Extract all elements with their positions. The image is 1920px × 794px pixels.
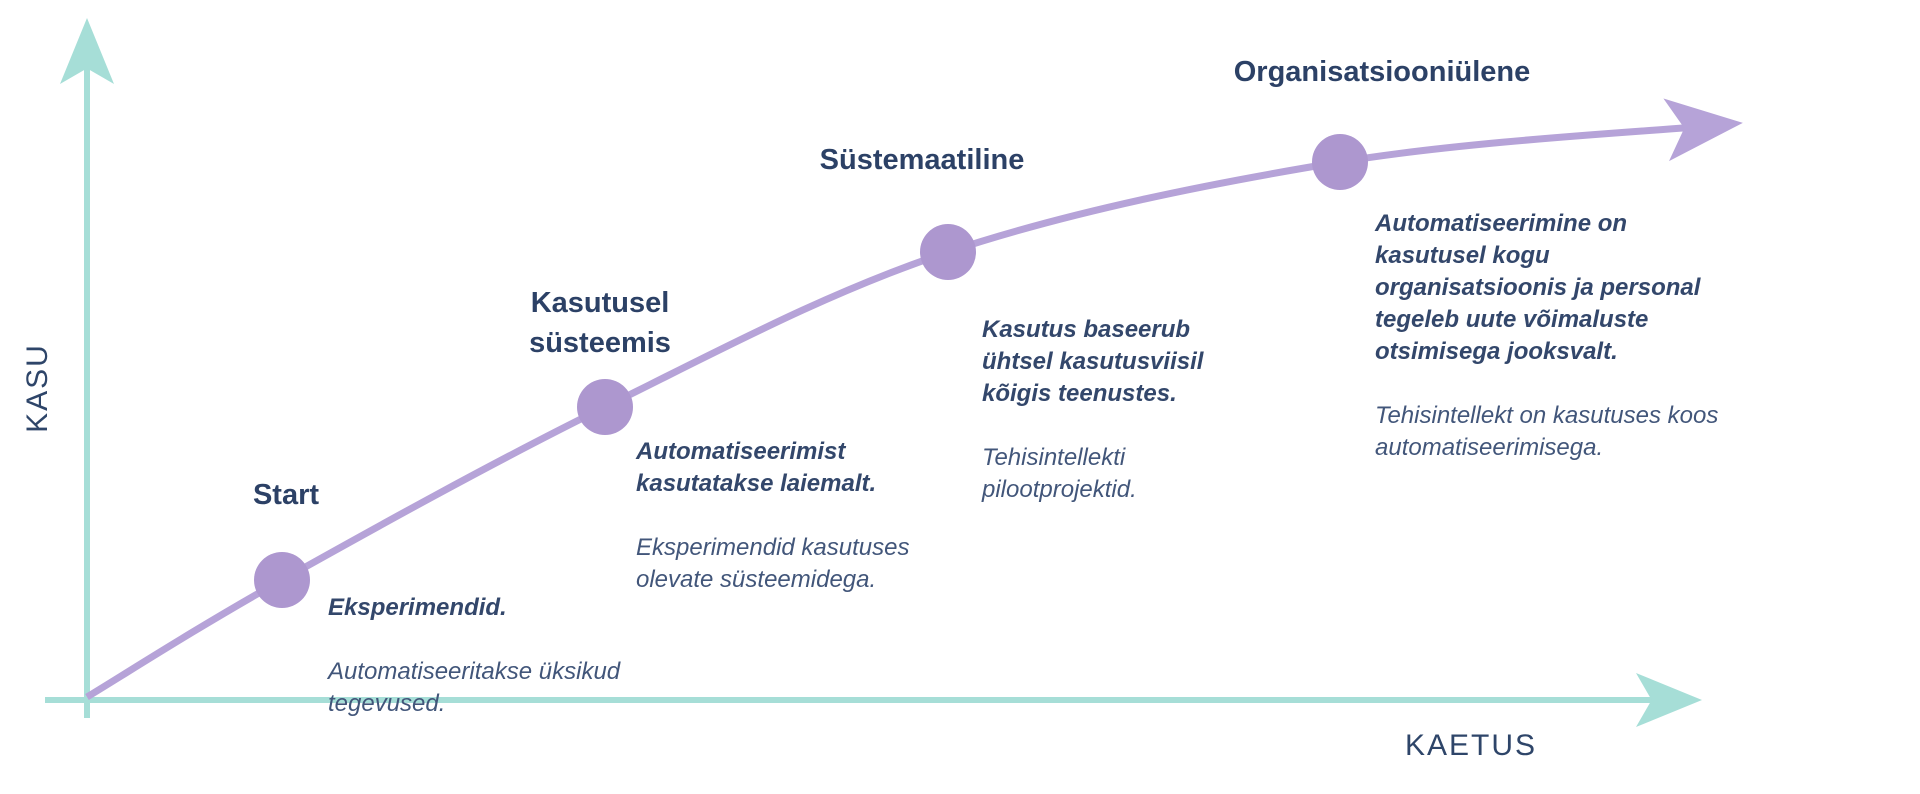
stage-dot-sustemaatiline	[920, 224, 976, 280]
stage-description-kasutusel-susteemis: Automatiseerimist kasutatakse laiemalt. …	[636, 404, 956, 628]
x-axis-label: KAETUS	[1404, 729, 1538, 762]
stage-description-lead: Eksperimendid.	[328, 594, 507, 621]
stage-title-kasutusel-susteemis: Kasutusel süsteemis	[529, 287, 671, 359]
stage-dot-organisatsiooniulene	[1312, 134, 1368, 190]
stage-description-lead: Automatiseerimine on kasutusel kogu orga…	[1375, 210, 1701, 365]
y-axis-label: KASU	[21, 343, 54, 433]
stage-title-organisatsiooniulene: Organisatsiooniülene	[1233, 56, 1531, 88]
stage-description-rest: Tehisintellekti pilootprojektid.	[982, 444, 1137, 503]
stage-description-rest: Tehisintellekt on kasutuses koos automat…	[1375, 402, 1719, 461]
stage-description-lead: Automatiseerimist kasutatakse laiemalt.	[636, 438, 877, 497]
stage-description-organisatsiooniulene: Automatiseerimine on kasutusel kogu orga…	[1375, 176, 1755, 496]
stage-title-start: Start	[252, 479, 320, 511]
stage-dot-kasutusel-susteemis	[577, 379, 633, 435]
stage-description-start: Eksperimendid. Automatiseeritakse üksiku…	[328, 560, 668, 752]
stage-description-lead: Kasutus baseerub ühtsel kasutusviisil kõ…	[982, 316, 1204, 407]
stage-description-sustemaatiline: Kasutus baseerub ühtsel kasutusviisil kõ…	[982, 282, 1282, 538]
stage-description-rest: Automatiseeritakse üksikud tegevused.	[328, 658, 621, 717]
stage-dot-start	[254, 552, 310, 608]
stage-title-sustemaatiline: Süstemaatiline	[819, 144, 1025, 176]
stage-description-rest: Eksperimendid kasutuses olevate süsteemi…	[636, 534, 910, 593]
